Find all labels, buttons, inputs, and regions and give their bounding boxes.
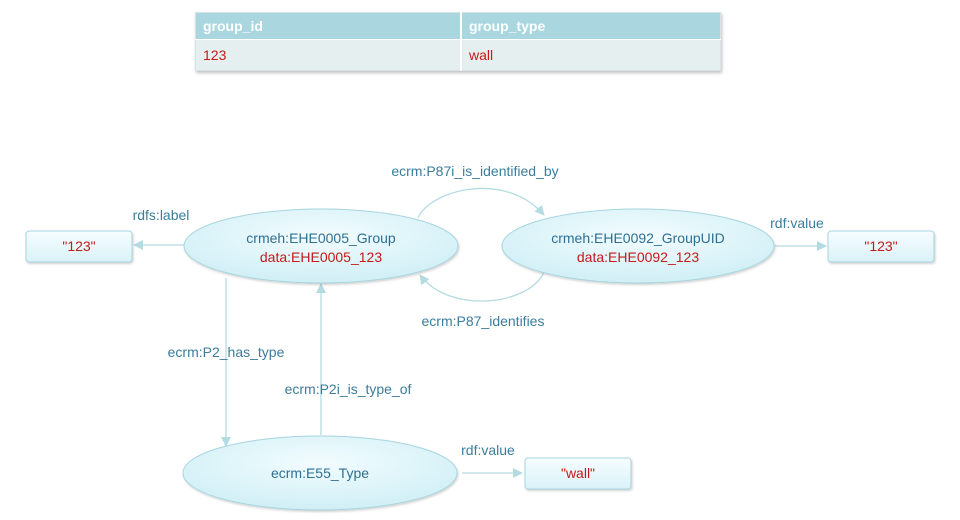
node-groupuid: crmeh:EHE0092_GroupUID data:EHE0092_123	[501, 208, 775, 284]
edge-label-rdf-value-type: rdf:value	[461, 442, 515, 458]
node-e55-type: ecrm:E55_Type	[182, 435, 458, 511]
edge-p87	[419, 271, 545, 302]
edge-label-p2: ecrm:P2_has_type	[168, 344, 285, 360]
edge-label-rdfs-label: rdfs:label	[133, 207, 190, 223]
groupuid-data-label: data:EHE0092_123	[577, 249, 699, 265]
column-header-group-type: group_type	[460, 12, 721, 40]
column-header-group-id: group_id	[195, 12, 461, 40]
edge-label-p87: ecrm:P87_identifies	[422, 313, 545, 329]
cell-group-type: wall	[460, 39, 721, 71]
edge-label-p87i: ecrm:P87i_is_identified_by	[391, 163, 558, 179]
node-group: crmeh:EHE0005_Group data:EHE0005_123	[183, 208, 459, 284]
data-table: group_id group_type 123 wall	[195, 12, 721, 71]
literal-text: "wall"	[561, 465, 595, 481]
literal-box	[524, 457, 632, 490]
literal-groupuid-value: "123"	[827, 230, 935, 263]
group-ellipse	[183, 208, 459, 284]
groupuid-ellipse	[501, 208, 775, 284]
cell-group-id: 123	[195, 39, 461, 71]
e55-ellipse	[182, 435, 458, 511]
groupuid-type-label: crmeh:EHE0092_GroupUID	[551, 230, 725, 246]
literal-type-value: "wall"	[524, 457, 632, 490]
group-data-label: data:EHE0005_123	[260, 249, 382, 265]
edge-label-rdf-value-uid: rdf:value	[770, 215, 824, 231]
table-row: 123 wall	[195, 39, 721, 71]
edge-p87i	[417, 187, 545, 219]
edge-label-p2i: ecrm:P2i_is_type_of	[285, 381, 412, 397]
literal-text: "123"	[62, 238, 95, 254]
table-header-row: group_id group_type	[195, 12, 721, 40]
literal-box	[827, 230, 935, 263]
e55-type-label: ecrm:E55_Type	[271, 465, 369, 481]
group-type-label: crmeh:EHE0005_Group	[246, 230, 396, 246]
literal-group-label: "123"	[25, 230, 133, 263]
literal-box	[25, 230, 133, 263]
literal-text: "123"	[864, 238, 897, 254]
edges	[133, 187, 827, 478]
